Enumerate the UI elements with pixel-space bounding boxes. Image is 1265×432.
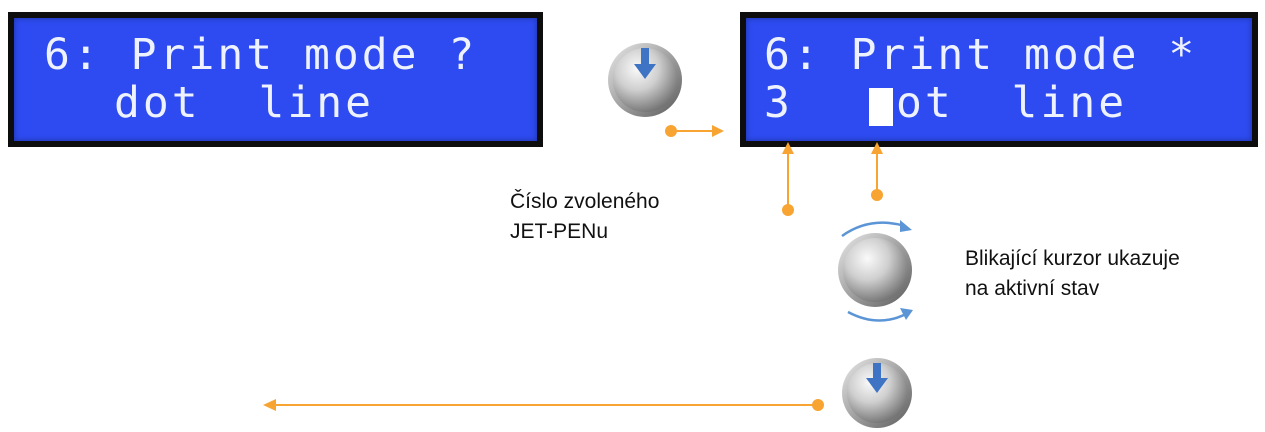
blinking-cursor — [869, 88, 893, 126]
knob-press-icon — [608, 43, 682, 117]
lcd-left-line-1: 6: Print mode ? — [44, 30, 478, 80]
lcd-display-right: 6: Print mode * 3 ot line — [740, 12, 1258, 147]
selected-jetpen-label-line-1: Číslo zvoleného — [510, 190, 660, 213]
connector-cursor-pointer — [871, 142, 883, 201]
selected-jetpen-label: Číslo zvoleného JET-PENu — [510, 187, 659, 247]
connector-knob-to-display — [665, 125, 724, 137]
knob-rotate-icon — [838, 220, 913, 322]
blinking-cursor-label-line-2: na aktivní stav — [965, 277, 1100, 300]
lcd-right-line-2-text: ot line — [896, 78, 1128, 128]
connector-number-pointer — [782, 142, 794, 216]
connector-return-arrow — [263, 399, 824, 411]
lcd-left-line-2: dot line — [114, 80, 374, 126]
blinking-cursor-label: Blikající kurzor ukazuje na aktivní stav — [965, 244, 1180, 304]
blinking-cursor-label-line-1: Blikající kurzor ukazuje — [965, 247, 1180, 270]
knob-press-bottom-icon — [842, 358, 912, 428]
lcd-right-line-2-number: 3 — [764, 78, 793, 128]
lcd-left-line-2-text: dot line — [114, 78, 374, 128]
selected-jetpen-label-line-2: JET-PENu — [510, 220, 609, 243]
lcd-right-line-1: 6: Print mode * — [764, 30, 1198, 80]
lcd-display-left: 6: Print mode ? dot line — [8, 12, 543, 147]
